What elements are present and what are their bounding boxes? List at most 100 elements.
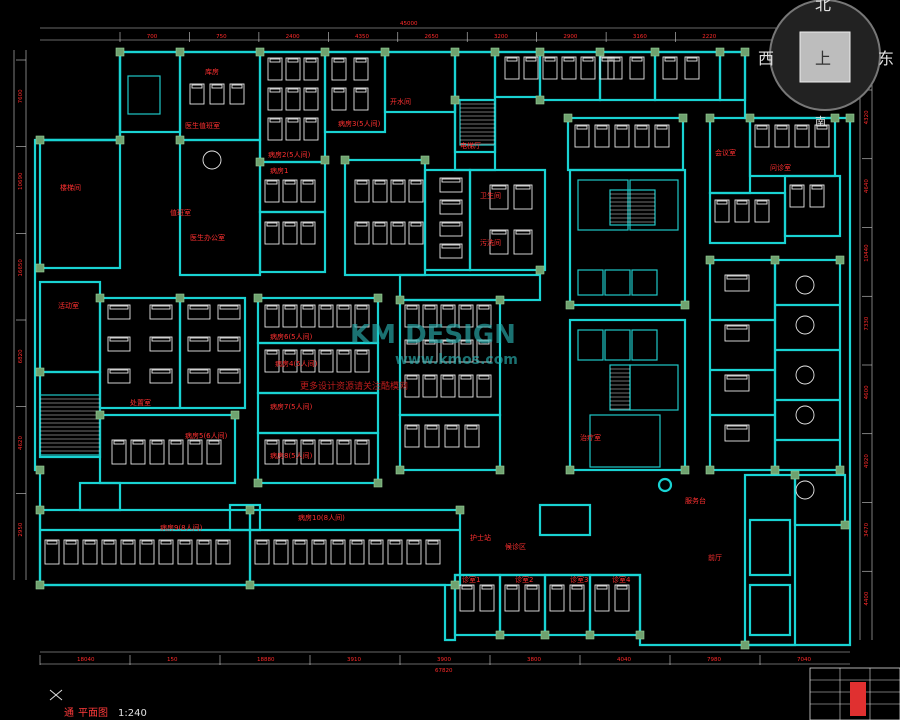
structural-column [490, 47, 500, 57]
bed [794, 124, 810, 148]
bed [264, 439, 280, 465]
dimension-label: 4640 [864, 179, 870, 193]
dimension-label: 6820 [18, 349, 24, 363]
room-label: 前厅 [708, 553, 722, 562]
structural-column [373, 293, 383, 303]
bed [44, 539, 60, 565]
structural-column [535, 95, 545, 105]
structural-column [495, 465, 505, 475]
bed [458, 339, 474, 363]
dimension-label: 4400 [864, 591, 870, 605]
title-prefix: 通 [64, 707, 74, 719]
bottom-overall-dim: 67820 [435, 668, 453, 674]
bed [404, 304, 420, 328]
structural-column [35, 367, 45, 377]
room-labels: 医生办公室库房医生值班室值班室病房1病房2(5人间)病房3(5人间)病房4(5人… [58, 67, 791, 584]
structural-column [420, 155, 430, 165]
bed [177, 539, 193, 565]
structural-column [245, 580, 255, 590]
structural-column [373, 478, 383, 488]
round-table [795, 480, 815, 500]
structural-column [715, 47, 725, 57]
structural-column [95, 410, 105, 420]
dimension-label: 4040 [617, 657, 631, 663]
bed [217, 368, 241, 384]
dimension-label: 10690 [18, 172, 24, 190]
bed [404, 424, 420, 448]
furniture [44, 56, 830, 612]
bed [264, 221, 280, 245]
bed [614, 124, 630, 148]
bed [387, 539, 403, 565]
bed [354, 221, 370, 245]
structural-column [830, 113, 840, 123]
bed [629, 56, 645, 80]
watermark-line: 更多设计资源请关注酷模网 [300, 380, 408, 392]
bed [354, 349, 370, 373]
bed [285, 57, 301, 81]
dimension-label: 3910 [347, 657, 361, 663]
bed [714, 199, 730, 223]
bed [513, 229, 533, 255]
dimension-label: 4620 [18, 436, 24, 450]
bed [311, 539, 327, 565]
bed [107, 368, 131, 384]
bed [440, 304, 456, 328]
bed [336, 439, 352, 465]
room-label: 病房6(5人间) [270, 332, 313, 341]
bed [292, 539, 308, 565]
structural-column [840, 520, 850, 530]
compass: 上 北 西 东 南 [758, 0, 894, 128]
round-table [795, 365, 815, 385]
structural-column [595, 47, 605, 57]
room-label: 病房7(5人间) [270, 402, 313, 411]
structural-column [680, 300, 690, 310]
title-block [809, 667, 900, 720]
watermark-url: www.kmos.com [395, 352, 518, 368]
bed [120, 539, 136, 565]
structural-column [740, 47, 750, 57]
bed [372, 221, 388, 245]
dimension-label: 700 [147, 34, 158, 40]
bed [444, 424, 460, 448]
bed [196, 539, 212, 565]
bed [524, 584, 540, 612]
bed [149, 304, 173, 320]
dimension-label: 3160 [633, 34, 647, 40]
watermark-brand: KM DESIGN [350, 320, 516, 350]
bed [209, 83, 225, 105]
dimension-label: 7980 [707, 657, 721, 663]
bed [111, 439, 127, 465]
dimension-label: 10440 [864, 244, 870, 262]
bed [580, 56, 596, 80]
structural-column [495, 295, 505, 305]
dimension-label: 18880 [257, 657, 275, 663]
bed [264, 179, 280, 203]
bed [724, 274, 750, 292]
structural-column [835, 465, 845, 475]
room-label: 诊室3 [570, 575, 588, 584]
room-label: 医生办公室 [190, 233, 225, 242]
bed [425, 539, 441, 565]
structural-column [255, 47, 265, 57]
bed [254, 539, 270, 565]
structural-column [115, 135, 125, 145]
structural-column [380, 47, 390, 57]
bed [353, 57, 369, 81]
room-label: 值班室 [170, 208, 191, 217]
bed [476, 374, 492, 398]
bed [422, 374, 438, 398]
structural-column [845, 113, 855, 123]
bed [300, 179, 316, 203]
structural-column [790, 470, 800, 480]
structural-column [35, 465, 45, 475]
room-label: 医生值班室 [185, 121, 220, 130]
bed [267, 57, 283, 81]
bed [149, 439, 165, 465]
room-label: 电梯厅 [460, 141, 481, 150]
bed [282, 349, 298, 373]
bed [513, 184, 533, 210]
compass-center: 上 [815, 49, 831, 68]
